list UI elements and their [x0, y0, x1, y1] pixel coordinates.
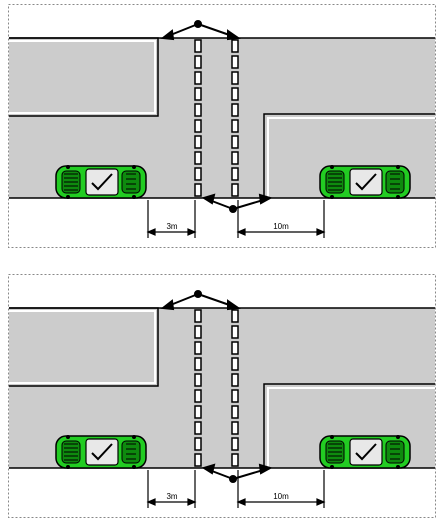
- dimension-label-left: 3m: [166, 222, 177, 231]
- diagram-panel-top: 3m 10m: [8, 4, 436, 248]
- pedestrian-crossing: [194, 309, 239, 467]
- dimension-10m: [236, 470, 326, 508]
- dimension-10m: [236, 200, 326, 238]
- crossing-arrow-bottom: [201, 193, 273, 213]
- green-car-icon-left: [55, 434, 147, 470]
- dimension-3m: [146, 470, 197, 508]
- dimension-label-right: 10m: [273, 222, 289, 231]
- dimension-label-left: 3m: [166, 492, 177, 501]
- pedestrian-crossing: [194, 39, 239, 197]
- diagram-panel-bottom: 3m 10m: [8, 274, 436, 518]
- dimension-label-right: 10m: [273, 492, 289, 501]
- crossing-arrow-top: [160, 290, 241, 311]
- green-car-icon-right: [319, 434, 411, 470]
- crossing-arrow-bottom: [201, 463, 273, 483]
- green-car-icon-left: [55, 164, 147, 200]
- green-car-icon-right: [319, 164, 411, 200]
- crossing-arrow-top: [160, 20, 241, 41]
- dimension-3m: [146, 200, 197, 238]
